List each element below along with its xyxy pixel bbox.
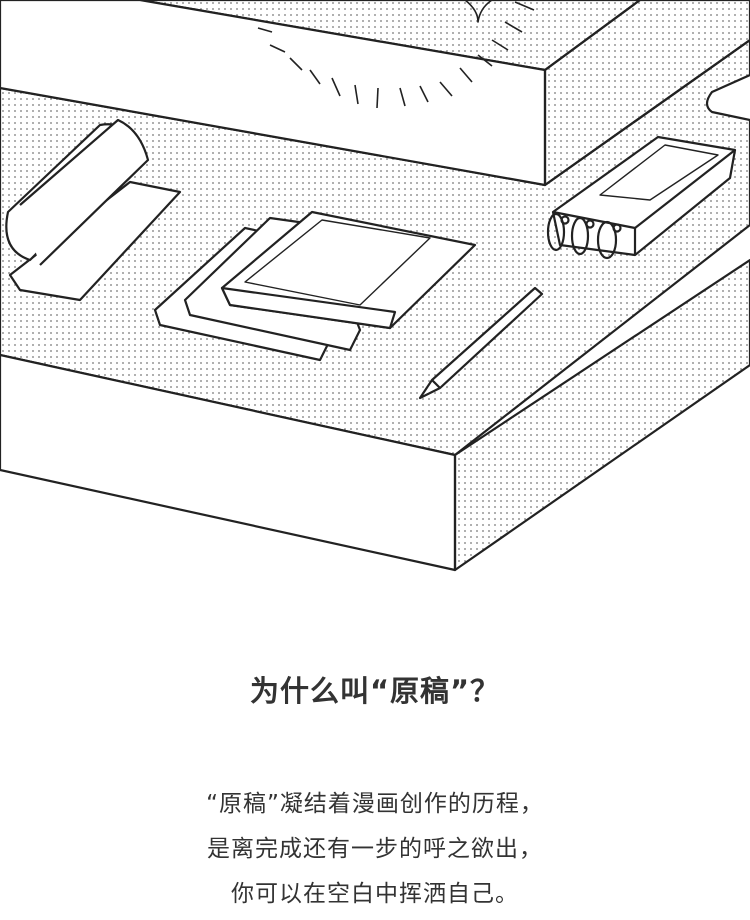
description-line: “原稿”凝结着漫画创作的历程， <box>206 791 544 817</box>
book-cover-panel <box>244 219 431 306</box>
far-object <box>705 73 750 122</box>
desk-side-face <box>453 258 750 572</box>
open-book <box>5 118 182 302</box>
description-paragraph: “原稿”凝结着漫画创作的历程， 是离完成还有一步的呼之欲出， 你可以在空白中挥洒… <box>0 782 750 917</box>
shine-rays <box>257 0 535 109</box>
description-line: 你可以在空白中挥洒自己。 <box>231 881 519 907</box>
pencil <box>418 286 544 400</box>
block-front-face <box>0 0 547 187</box>
description-line: 是离完成还有一步的呼之欲出， <box>207 836 543 862</box>
desk-illustration <box>0 0 750 572</box>
ring-notebook <box>546 135 737 260</box>
section-heading: 为什么叫“原稿”？ <box>249 674 501 708</box>
book-stack <box>153 210 477 362</box>
block-side-face <box>543 0 750 187</box>
